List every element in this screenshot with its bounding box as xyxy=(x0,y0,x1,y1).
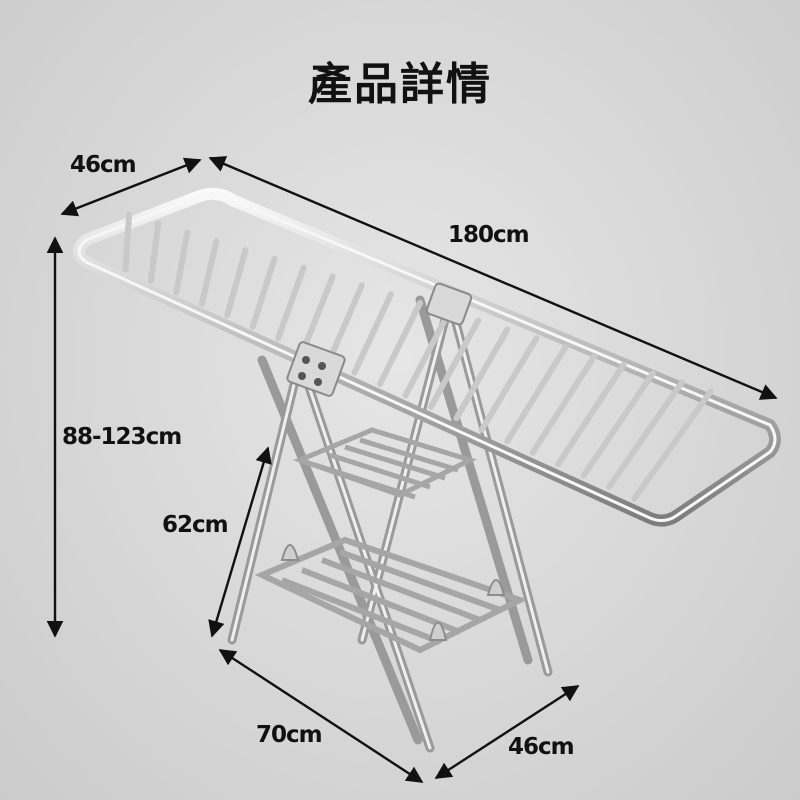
hanging-rod xyxy=(275,264,307,342)
hanging-rod xyxy=(198,238,220,307)
hanging-rod xyxy=(249,255,278,330)
page-title: 產品詳情 xyxy=(308,59,492,110)
hanging-rod xyxy=(478,335,540,433)
hanging-rod xyxy=(606,379,685,491)
hanging-rod xyxy=(580,370,656,479)
dimension-lower-height-label: 62cm xyxy=(162,512,229,538)
hanging-rod xyxy=(631,388,714,502)
hanging-rod xyxy=(224,247,249,319)
hanging-rod xyxy=(377,300,423,387)
bottom-shelf xyxy=(254,536,528,654)
hanging-rod xyxy=(147,220,162,284)
dimension-top-width-label: 46cm xyxy=(70,152,137,178)
middle-shelf xyxy=(293,427,477,500)
hanging-rod xyxy=(122,211,133,273)
hanging-rod xyxy=(555,361,627,468)
dimension-height-label: 88-123cm xyxy=(62,424,182,450)
hanging-rod xyxy=(326,282,365,365)
dimension-length-label: 180cm xyxy=(448,222,530,248)
dimension-arrows xyxy=(46,156,778,784)
hanging-rod xyxy=(504,344,569,445)
hanging-rod xyxy=(529,352,598,456)
hanging-rod xyxy=(173,229,191,296)
dimension-base-length-label: 70cm xyxy=(256,722,323,748)
dimension-base-width-label: 46cm xyxy=(508,734,575,760)
hanging-rod xyxy=(351,291,394,376)
shoe-hooks xyxy=(280,544,506,641)
hanging-rod xyxy=(300,273,336,353)
